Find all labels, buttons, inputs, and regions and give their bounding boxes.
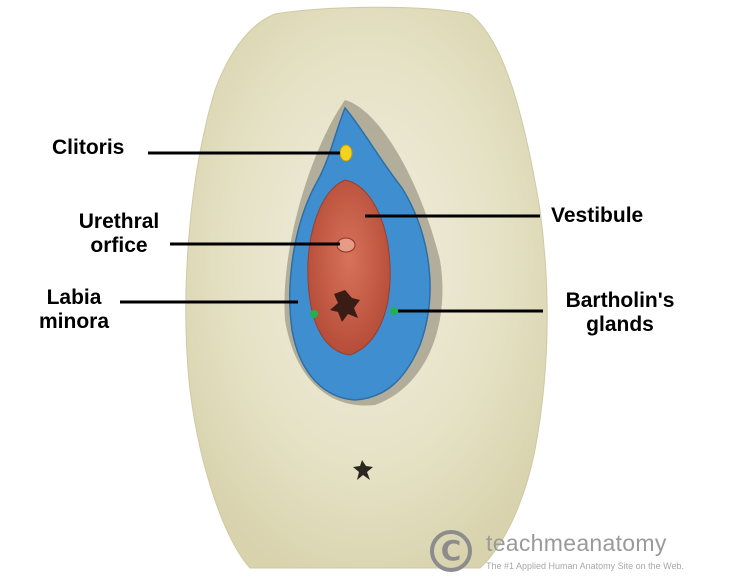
label-bartholins-glands: Bartholin's glands xyxy=(550,289,690,337)
bartholin-gland-right xyxy=(390,307,398,315)
bartholin-gland-left xyxy=(310,310,318,318)
label-labia-minora: Labia minora xyxy=(32,286,116,334)
label-bartholin-line1: Bartholin's xyxy=(565,289,675,312)
watermark-tagline: The #1 Applied Human Anatomy Site on the… xyxy=(486,561,684,571)
copyright-circle-icon: C xyxy=(430,530,472,572)
vaginal-opening xyxy=(330,290,360,322)
label-clitoris: Clitoris xyxy=(52,136,125,159)
label-urethral-line2: orfice xyxy=(90,234,148,257)
label-vestibule: Vestibule xyxy=(551,204,644,227)
vestibule-region xyxy=(307,179,391,356)
label-urethral-line1: Urethral xyxy=(78,210,160,233)
label-urethral-orifice: Urethral orfice xyxy=(64,210,174,258)
clitoris-marker xyxy=(339,144,353,162)
anus-marker xyxy=(353,460,373,480)
label-bartholin-line2: glands xyxy=(586,313,654,336)
label-labia-line2: minora xyxy=(38,310,109,333)
label-labia-line1: Labia xyxy=(46,286,102,309)
watermark-site-name: teachmeanatomy xyxy=(486,530,667,556)
watermark: C teachmeanatomy The #1 Applied Human An… xyxy=(430,528,748,578)
